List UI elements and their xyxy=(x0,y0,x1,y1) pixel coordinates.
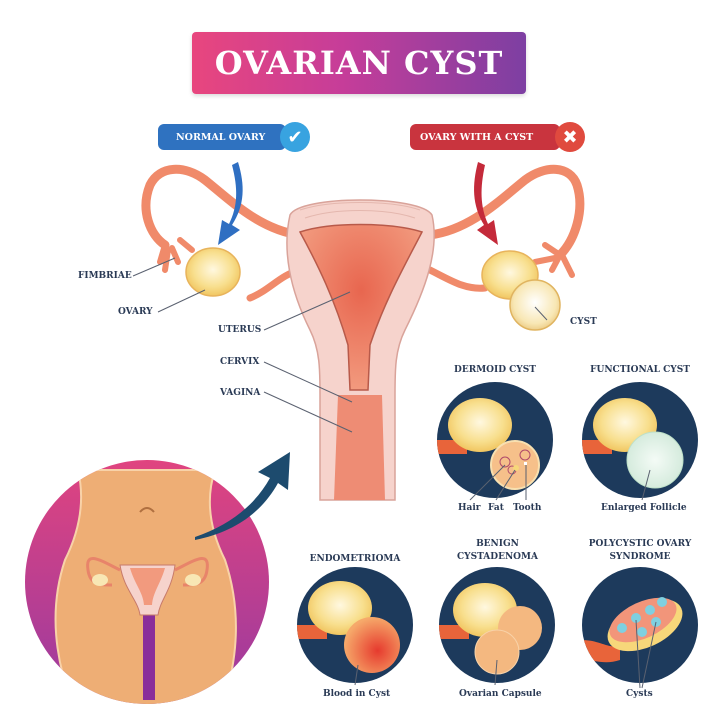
endometrioma-illustration xyxy=(297,567,413,686)
x-icon: ✖ xyxy=(555,122,585,152)
body-illustration xyxy=(25,460,269,704)
pcos-illustration xyxy=(582,567,698,689)
title-banner: OVARIAN CYST xyxy=(192,32,526,94)
callout-blood-in-cyst: Blood in Cyst xyxy=(323,689,391,699)
label-ovary: OVARY xyxy=(118,307,153,317)
label-cervix: CERVIX xyxy=(220,357,260,367)
left-ovary xyxy=(185,247,241,297)
dermoid-cyst-illustration xyxy=(437,382,553,501)
heading-functional-cyst: FUNCTIONAL CYST xyxy=(590,365,690,375)
right-fallopian-tube xyxy=(425,164,585,292)
cyst-ovary-label: OVARY WITH A CYST xyxy=(420,131,534,143)
page-title: OVARIAN CYST xyxy=(214,44,504,82)
heading-pcos: POLYCYSTIC OVARY SYNDROME xyxy=(588,539,692,562)
callout-tooth: Tooth xyxy=(513,503,542,513)
callout-enlarged-follicle: Enlarged Follicle xyxy=(601,503,687,513)
label-vagina: VAGINA xyxy=(220,388,261,398)
heading-benign-cystadenoma: BENIGN CYSTADENOMA xyxy=(457,539,538,562)
callout-ovarian-capsule: Ovarian Capsule xyxy=(459,689,542,699)
uterus xyxy=(286,199,435,501)
cyst xyxy=(509,279,561,331)
check-icon: ✔ xyxy=(280,122,310,152)
heading-dermoid-cyst: DERMOID CYST xyxy=(454,365,536,375)
label-cyst: CYST xyxy=(570,317,597,327)
heading-endometrioma: ENDOMETRIOMA xyxy=(309,554,401,564)
callout-fat: Fat xyxy=(488,503,504,513)
normal-ovary-label: NORMAL OVARY xyxy=(176,131,266,143)
functional-cyst-illustration xyxy=(582,382,698,501)
cyst-ovary-tag: OVARY WITH A CYST xyxy=(410,124,560,150)
cystadenoma-illustration xyxy=(439,567,555,686)
blue-arrow-icon xyxy=(218,162,243,245)
leader-lines xyxy=(132,257,548,433)
label-uterus: UTERUS xyxy=(218,325,262,335)
callout-cysts: Cysts xyxy=(626,689,653,699)
red-arrow-icon xyxy=(474,162,498,245)
label-fimbriae: FIMBRIAE xyxy=(78,271,132,281)
callout-hair: Hair xyxy=(458,503,481,513)
normal-ovary-tag: NORMAL OVARY xyxy=(158,124,286,150)
curved-arrow-icon xyxy=(195,452,290,540)
